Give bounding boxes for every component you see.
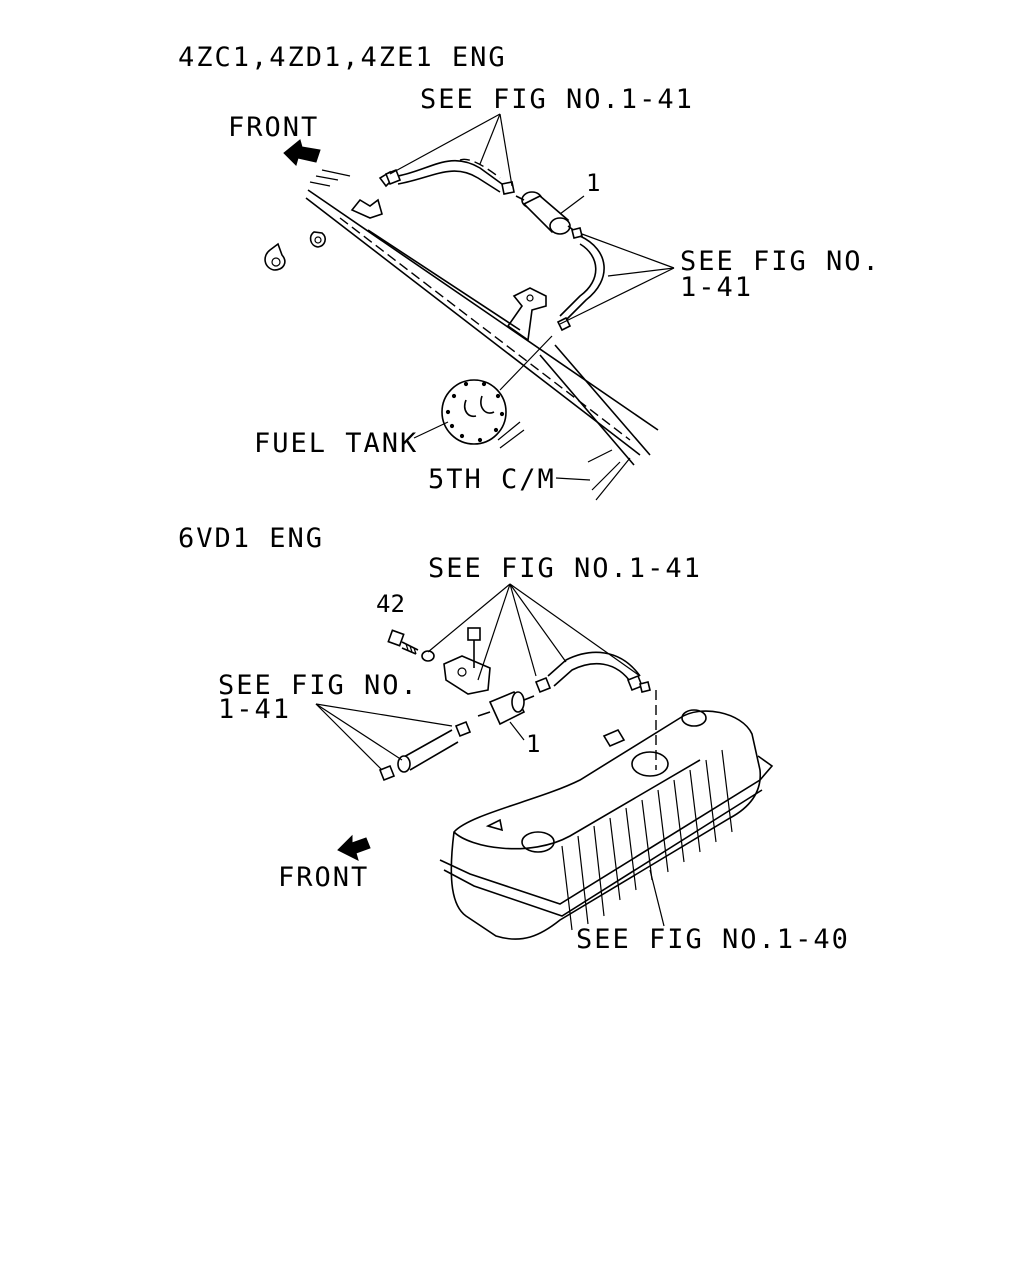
top-see-fig-right-line1[interactable]: SEE FIG NO. <box>680 246 881 277</box>
bracket-icon <box>350 170 393 219</box>
chassis-frame-rail <box>305 169 659 466</box>
tank-see-fig-label[interactable]: SEE FIG NO.1-40 <box>576 924 850 955</box>
bolt-icon[interactable] <box>387 629 435 662</box>
mounting-bracket-icon <box>506 287 547 342</box>
front-arrow-bottom-icon <box>337 834 371 861</box>
top-see-fig-hoses[interactable]: SEE FIG NO.1-41 <box>420 84 694 115</box>
crossmember-leader <box>555 449 631 501</box>
front-arrow-icon <box>283 139 321 166</box>
fuel-hose-return <box>499 235 605 391</box>
fuel-tank-icon <box>439 709 774 940</box>
bottom-see-fig-top[interactable]: SEE FIG NO.1-41 <box>428 553 702 584</box>
top-front-label: FRONT <box>228 112 319 143</box>
hose-clip-icon <box>264 231 327 271</box>
bottom-filter-part-number[interactable]: 1 <box>526 730 540 758</box>
bottom-see-fig-left-line1[interactable]: SEE FIG NO. <box>218 670 419 701</box>
top-see-fig-right-line2[interactable]: 1-41 <box>680 272 753 303</box>
top-section-title: 4ZC1,4ZD1,4ZE1 ENG <box>178 42 507 73</box>
see-fig-leaders-top <box>389 113 675 325</box>
fuel-hose-bottom-lower <box>378 720 472 782</box>
fuel-filter-bottom-icon[interactable] <box>477 690 535 741</box>
fuel-tank-label: FUEL TANK <box>254 428 418 459</box>
fuel-hose-bottom-upper <box>534 651 657 770</box>
bottom-see-fig-left-line2[interactable]: 1-41 <box>218 694 291 725</box>
crossmember-label: 5TH C/M <box>428 464 556 495</box>
fuel-filter-icon[interactable] <box>515 191 585 239</box>
bottom-front-label: FRONT <box>278 862 369 893</box>
fuel-tank-sender-icon <box>413 379 525 449</box>
see-fig-leaders-bottom <box>315 583 641 771</box>
filter-bracket-icon <box>443 627 491 695</box>
bolt-part-number[interactable]: 42 <box>376 590 405 618</box>
bottom-section-title: 6VD1 ENG <box>178 523 324 554</box>
fuel-hose-top <box>384 158 515 195</box>
top-filter-part-number[interactable]: 1 <box>586 169 600 197</box>
